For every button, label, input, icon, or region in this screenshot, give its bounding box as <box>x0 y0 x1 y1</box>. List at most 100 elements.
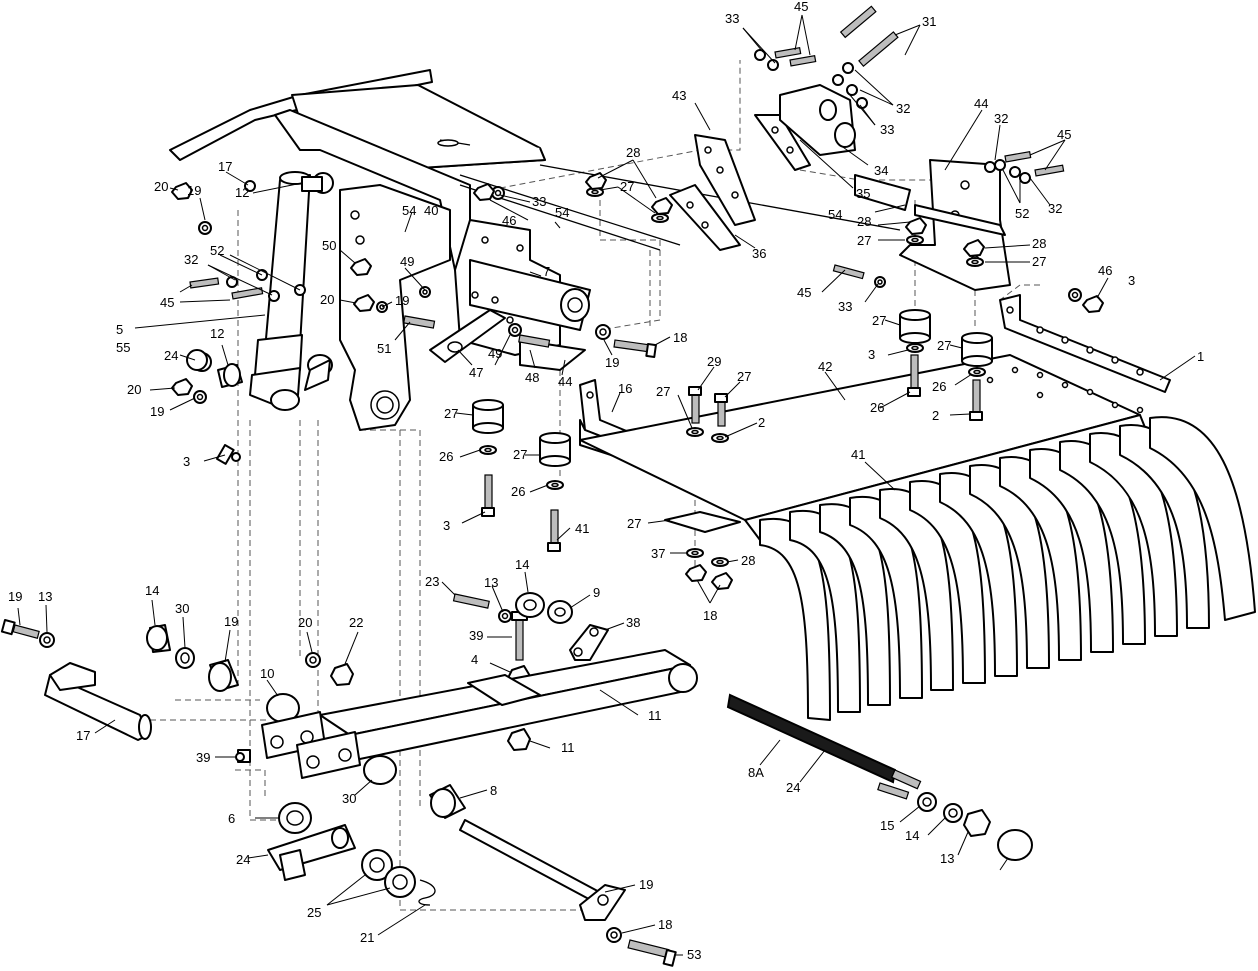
callout-32: 32 <box>896 101 910 116</box>
callout-45: 45 <box>797 285 811 300</box>
callout-48: 48 <box>525 370 539 385</box>
callout-27: 2 <box>758 415 765 430</box>
callout-27: 27 <box>857 233 871 248</box>
callout-25: 21 <box>360 930 374 945</box>
callout-3: 27 <box>444 406 458 421</box>
callout-46: 46 <box>502 213 516 228</box>
callout-18: 53 <box>687 947 701 962</box>
callout-33: 33 <box>725 11 739 26</box>
callout-28: 18 <box>703 608 717 623</box>
callout-33: 33 <box>880 122 894 137</box>
callout-50: 50 <box>322 238 336 253</box>
callout-35: 35 <box>856 186 870 201</box>
axle-frame-4 <box>261 649 698 779</box>
callout-13: 14 <box>515 557 529 572</box>
callout-28: 28 <box>626 145 640 160</box>
rod-8 <box>726 693 922 790</box>
clip-25 <box>418 879 436 906</box>
pivot-bracket <box>339 184 451 431</box>
callout-41: 27 <box>627 516 641 531</box>
mount-3b <box>539 432 571 467</box>
callout-20: 20 <box>320 292 334 307</box>
callout-33: 46 <box>1098 263 1112 278</box>
callout-27: 3 <box>868 347 875 362</box>
callout-26: 2 <box>932 408 939 423</box>
callout-30: 19 <box>224 614 238 629</box>
callout-19: 19 <box>150 404 164 419</box>
callout-39: 11 <box>561 740 575 755</box>
callout-41: 41 <box>851 447 865 462</box>
callout-5: 5 <box>116 322 123 337</box>
callout-15: 14 <box>905 828 919 843</box>
callout-24: 25 <box>307 905 321 920</box>
callout-20: 20 <box>154 179 168 194</box>
callout-numbers: 33 45 31 32 33 43 34 35 36 44 32 45 52 3… <box>8 0 1204 962</box>
mount-3c <box>899 309 931 344</box>
callout-4: 11 <box>648 708 662 723</box>
callout-19: 19 <box>605 355 619 370</box>
bracket-2-right <box>999 294 1171 393</box>
callout-22: 23 <box>425 574 439 589</box>
callout-12: 12 <box>235 185 249 200</box>
callout-11: 30 <box>342 791 356 806</box>
callout-34: 34 <box>874 163 888 178</box>
plate-43 <box>694 134 756 226</box>
callout-3: 27 <box>513 447 527 462</box>
callout-45: 45 <box>160 295 174 310</box>
callout-44: 44 <box>558 374 572 389</box>
spacer-54-right <box>854 174 911 211</box>
plate-35 <box>754 114 811 171</box>
callout-27: 27 <box>1032 254 1046 269</box>
callout-12: 12 <box>210 326 224 341</box>
callout-40: 40 <box>424 203 438 218</box>
callout-27: 26 <box>511 484 525 499</box>
callout-28: 28 <box>857 214 871 229</box>
bracket-34 <box>779 84 856 156</box>
callout-32: 32 <box>184 252 198 267</box>
callout-28: 28 <box>1032 236 1046 251</box>
grease-fittings <box>231 452 245 762</box>
callout-14: 30 <box>175 601 189 616</box>
callout-10: 17 <box>76 728 90 743</box>
callout-54: 54 <box>555 205 569 220</box>
callout-46: 3 <box>1128 273 1135 288</box>
callout-39: 4 <box>471 652 478 667</box>
link-plate-47 <box>429 309 506 363</box>
callout-8A: 24 <box>786 780 800 795</box>
rod-21 <box>459 819 626 921</box>
callout-13: 14 <box>145 583 159 598</box>
link-9 <box>569 624 609 661</box>
callout-26: 3 <box>443 518 450 533</box>
callout-29: 27 <box>737 369 751 384</box>
mount-3d <box>961 332 993 367</box>
callout-37: 28 <box>741 553 755 568</box>
callout-18: 18 <box>673 330 687 345</box>
callout-27: 27 <box>620 179 634 194</box>
callout-32: 32 <box>1048 201 1062 216</box>
callout-51: 51 <box>377 341 391 356</box>
callout-19: 13 <box>38 589 52 604</box>
callout-6: 24 <box>236 852 250 867</box>
leader-lines <box>17 14 1196 956</box>
callout-54: 54 <box>402 203 416 218</box>
callout-44: 44 <box>974 96 988 111</box>
callout-27: 26 <box>932 379 946 394</box>
callout-52: 52 <box>1015 206 1029 221</box>
callout-45: 45 <box>794 0 808 14</box>
callout-3: 27 <box>937 338 951 353</box>
callout-52: 52 <box>210 243 224 258</box>
callout-16: 3 <box>183 454 190 469</box>
callout-23: 13 <box>484 575 498 590</box>
callout-2: 1 <box>1197 349 1204 364</box>
callout-9: 38 <box>626 615 640 630</box>
callout-47: 47 <box>469 365 483 380</box>
callout-49: 49 <box>488 346 502 361</box>
mount-3a <box>472 399 504 434</box>
callout-14: 9 <box>593 585 600 600</box>
callout-26: 26 <box>870 400 884 415</box>
callout-45: 45 <box>1057 127 1071 142</box>
spacer-plate-41 <box>664 511 741 533</box>
callout-49: 49 <box>400 254 414 269</box>
callout-14: 13 <box>940 851 954 866</box>
bracket-44-right <box>899 159 1011 291</box>
